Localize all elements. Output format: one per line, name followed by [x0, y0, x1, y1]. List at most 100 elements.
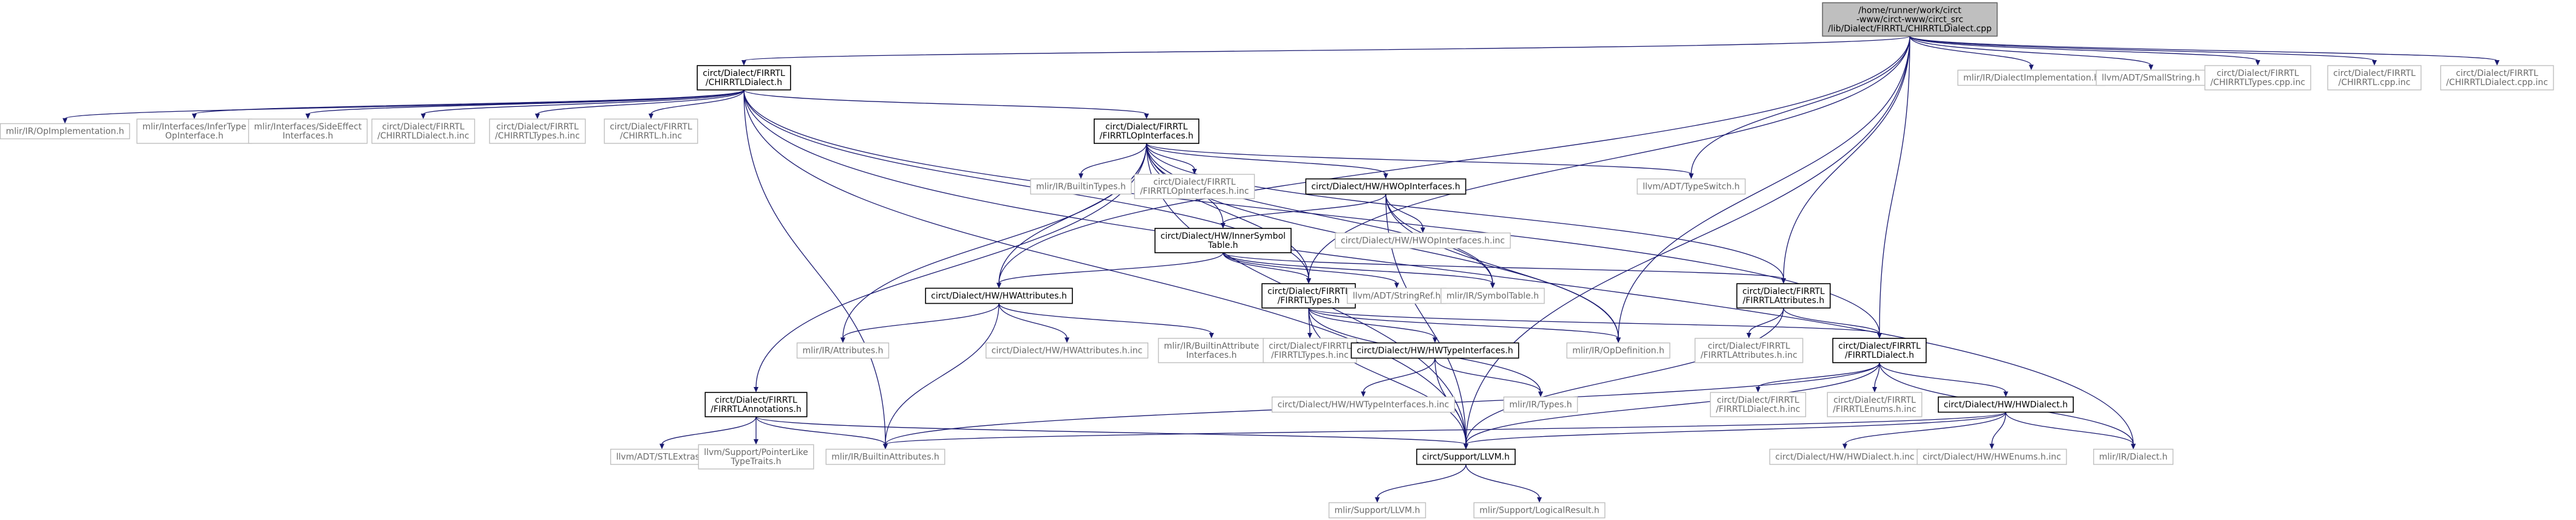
node-box — [1305, 178, 1467, 195]
node-label: /FIRRTLDialect.h — [1845, 351, 1914, 360]
node-label: llvm/ADT/TypeSwitch.h — [1643, 182, 1740, 192]
node-label: circt/Dialect/HW/HWOpInterfaces.h.inc — [1341, 236, 1505, 246]
edge-main-to-dialectimpl — [1909, 36, 2032, 66]
edge-firrtlopinterfaces_h-to-builtintypes — [1080, 143, 1147, 174]
node-builtinattributes: mlir/IR/BuiltinAttributes.h — [825, 448, 946, 465]
edge-layer — [63, 35, 2499, 503]
edge-firrtldialect_h-to-firrtlenums_h_inc — [1874, 362, 1880, 388]
node-mlir-attributes: mlir/IR/Attributes.h — [796, 342, 890, 359]
edge-chirrtldialect_h-to-chirrtl_h_inc — [650, 89, 745, 115]
node-logicalresult: mlir/Support/LogicalResult.h — [1473, 502, 1606, 519]
node-hwdialect-h[interactable]: circt/Dialect/HW/HWDialect.h — [1938, 396, 2074, 413]
edge-chirrtldialect_h-to-infertype — [194, 89, 745, 115]
node-box — [610, 448, 714, 465]
node-label: /FIRRTLAttributes.h — [1743, 296, 1824, 306]
node-box — [1637, 178, 1746, 195]
node-label: mlir/IR/SymbolTable.h — [1446, 292, 1539, 301]
node-box — [2440, 65, 2554, 91]
edge-firrtltypes_h-to-circt_llvm_h — [1308, 307, 1467, 445]
edge-main-to-chirrtl_cpp_inc — [1909, 35, 2375, 61]
node-box — [2204, 65, 2311, 91]
node-firrtltypes-h[interactable]: circt/Dialect/FIRRTL/FIRRTLTypes.h — [1261, 283, 1356, 309]
node-main[interactable]: /home/runner/work/circt-www/circt-www/ci… — [1822, 2, 1998, 37]
edge-innersymboltable_h-to-firrtltypes_h — [1222, 252, 1309, 279]
node-firrtldialect-h-inc: circt/Dialect/FIRRTL/FIRRTLDialect.h.inc — [1709, 392, 1807, 417]
edge-firrtltypes_h-to-hwtypeinterfaces_h — [1308, 307, 1436, 338]
node-box — [248, 118, 368, 144]
edge-main-to-chirrtldialect_cpp_inc — [1909, 35, 2498, 61]
edge-firrtlopinterfaces_h-to-firrtltypes_h — [1146, 143, 1309, 279]
node-label: circt/Dialect/FIRRTL — [1708, 341, 1790, 351]
edge-arrowhead — [1394, 282, 1399, 289]
edge-firrtlopinterfaces_h-to-firrtlopinterfaces_h_inc — [1146, 143, 1195, 170]
node-label: circt/Dialect/FIRRTL — [610, 122, 692, 132]
node-label: /CHIRRTLDialect.h.inc — [377, 131, 469, 141]
node-box — [697, 65, 791, 91]
edge-chirrtldialect_h-to-sideeffect — [307, 89, 745, 115]
node-hwattributes-h[interactable]: circt/Dialect/HW/HWAttributes.h — [925, 287, 1073, 304]
node-label: llvm/Support/PointerLike — [704, 448, 808, 457]
edge-arrowhead — [1989, 443, 1994, 450]
node-label: circt/Support/LLVM.h — [1422, 453, 1510, 462]
edge-arrowhead — [192, 114, 197, 119]
node-label: /CHIRRTL.cpp.inc — [2339, 78, 2411, 87]
edge-firrtlopinterfaces_h-to-typeswitch — [1146, 143, 1692, 175]
edge-arrowhead — [1192, 169, 1197, 174]
node-label: llvm/ADT/STLExtras.h — [616, 453, 708, 462]
node-label: /FIRRTLTypes.h — [1278, 296, 1340, 306]
edge-hwtypeinterfaces_h-to-hwtypeinterfaces_h_inc — [1363, 358, 1436, 392]
edge-arrowhead — [741, 60, 746, 66]
node-firrtldialect-h[interactable]: circt/Dialect/FIRRTL/FIRRTLDialect.h — [1832, 338, 1927, 363]
edge-firrtlattributes_h-to-circt_llvm_h — [1465, 307, 1784, 445]
node-chirrtldialect-h[interactable]: circt/Dialect/FIRRTL/CHIRRTLDialect.h — [697, 65, 791, 91]
node-label: llvm/ADT/SmallString.h — [2102, 74, 2200, 83]
node-box — [1503, 396, 1578, 413]
node-box — [1351, 342, 1519, 359]
node-firrtlannotations-h[interactable]: circt/Dialect/FIRRTL/FIRRTLAnnotations.h — [704, 392, 808, 417]
edge-innersymboltable_h-to-symboltable — [1222, 252, 1493, 284]
node-label: -www/circt-www/circt_src — [1856, 15, 1963, 25]
node-label: mlir/IR/BuiltinAttributes.h — [831, 453, 939, 462]
edge-hwdialect_h-to-mlir_dialect — [2005, 412, 2134, 445]
edge-firrtlopinterfaces_h-to-firrtlattributes_h — [1146, 143, 1784, 279]
edge-firrtlattributes_h-to-firrtldialect_h — [1783, 307, 1880, 334]
node-label: /FIRRTLOpInterfaces.h — [1100, 131, 1193, 141]
node-circt-llvm-h[interactable]: circt/Support/LLVM.h — [1416, 448, 1516, 465]
node-box — [1709, 392, 1807, 417]
edge-arrowhead — [1746, 333, 1751, 338]
edge-arrowhead — [659, 443, 664, 450]
edge-hwdialect_h-to-circt_llvm_h — [1465, 411, 2006, 445]
node-hwtypeinterfaces-h[interactable]: circt/Dialect/HW/HWTypeInterfaces.h — [1351, 342, 1519, 359]
node-label: OpInterface.h — [165, 131, 223, 141]
edge-arrowhead — [1078, 173, 1083, 179]
node-label: circt/Dialect/FIRRTL — [1269, 341, 1351, 351]
node-label: /CHIRRTLTypes.h.inc — [495, 131, 580, 141]
node-label: /FIRRTLDialect.h.inc — [1716, 405, 1801, 414]
edge-innersymboltable_h-to-stringref — [1222, 252, 1397, 284]
edge-arrowhead — [1306, 278, 1311, 284]
edge-firrtlattributes_h-to-firrtlattributes_h_inc — [1748, 307, 1784, 334]
node-box — [1262, 338, 1357, 363]
edge-innersymboltable_h-to-hwattributes_h — [998, 252, 1224, 284]
node-firrtlopinterfaces-h[interactable]: circt/Dialect/FIRRTL/FIRRTLOpInterfaces.… — [1094, 118, 1199, 144]
edge-arrowhead — [1375, 497, 1380, 503]
edge-innersymboltable_h-to-firrtlattributes_h — [1222, 252, 1784, 279]
edge-arrowhead — [1065, 337, 1069, 343]
node-firrtlattributes-h[interactable]: circt/Dialect/FIRRTL/FIRRTLAttributes.h — [1736, 283, 1831, 309]
node-label: llvm/ADT/StringRef.h — [1353, 292, 1441, 301]
node-chirrtltypes-cpp-inc: circt/Dialect/FIRRTL/CHIRRTLTypes.cpp.in… — [2204, 65, 2311, 91]
node-label: /CHIRRTLDialect.cpp.inc — [2446, 78, 2548, 87]
node-hwopinterfaces-h[interactable]: circt/Dialect/HW/HWOpInterfaces.h — [1305, 178, 1467, 195]
node-label: circt/Dialect/HW/HWEnums.h.inc — [1923, 453, 2061, 462]
edge-main-to-circt_llvm_h — [1465, 36, 1910, 445]
node-symboltable: mlir/IR/SymbolTable.h — [1440, 287, 1545, 304]
node-label: mlir/IR/DialectImplementation.h — [1963, 74, 2099, 83]
edge-chirrtldialect_h-to-chirrtldialect_h_inc — [423, 89, 745, 115]
node-box — [1694, 338, 1804, 363]
node-box — [1335, 232, 1511, 249]
node-box — [1346, 287, 1447, 304]
node-opdefinition: mlir/IR/OpDefinition.h — [1566, 342, 1671, 359]
edge-chirrtldialect_h-to-opimpl — [64, 89, 745, 120]
edge-arrowhead — [1781, 278, 1786, 284]
